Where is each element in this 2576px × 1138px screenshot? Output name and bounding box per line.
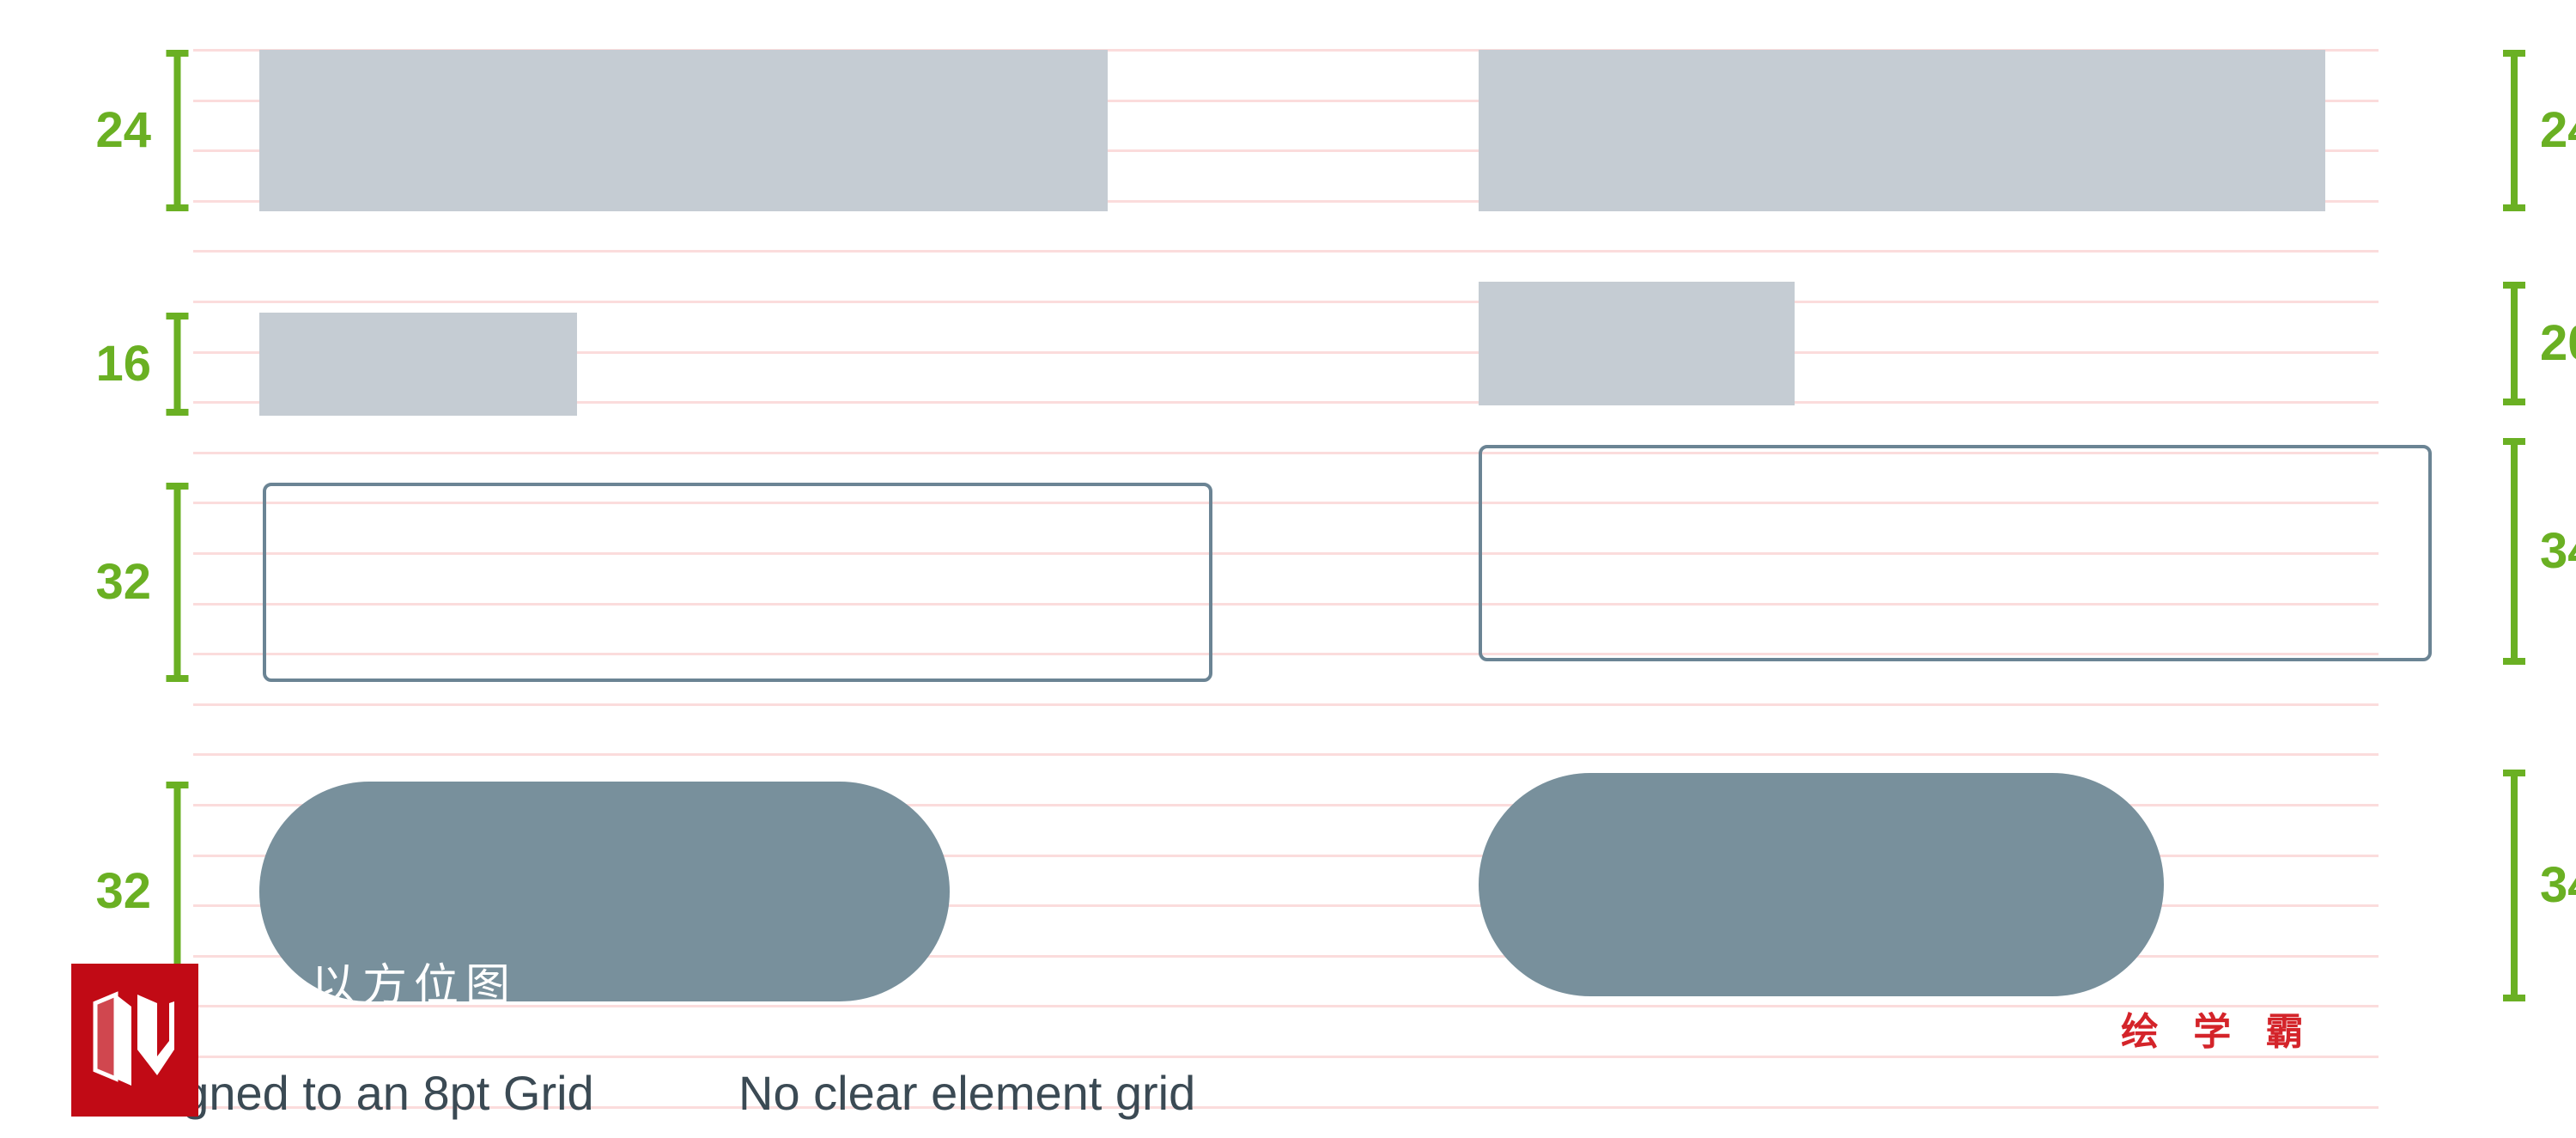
left-column-block-heading-dimension-marker: 24 [95, 50, 188, 211]
right-column-input-field[interactable] [1479, 445, 2432, 661]
right-column-block-heading-dimension-marker: 24 [2503, 50, 2576, 211]
dimension-bar-icon [2503, 282, 2525, 405]
right-column-input-field-dimension-value: 34 [2540, 523, 2576, 579]
dimension-bar-icon [166, 313, 188, 416]
right-column-primary-button-dimension-marker: 34 [2503, 770, 2576, 1001]
right-column-primary-button[interactable] [1479, 773, 2164, 996]
left-column-input-field[interactable] [263, 483, 1212, 682]
right-column-input-field-dimension-marker: 34 [2503, 438, 2576, 665]
left-column-block-heading-dimension-value: 24 [95, 102, 151, 158]
left-column-block-subheading [259, 313, 577, 416]
dimension-bar-icon [2503, 438, 2525, 665]
right-column-block-subheading-dimension-marker: 20 [2503, 282, 2576, 405]
left-column-button-label: 以方位图 [311, 961, 518, 1001]
dimension-bar-icon [2503, 50, 2525, 211]
left-column-input-field-dimension-value: 32 [95, 554, 151, 610]
left-column-block-heading [259, 50, 1108, 211]
dimension-bar-icon [2503, 770, 2525, 1001]
right-column-block-subheading [1479, 282, 1795, 405]
right-column-block-subheading-dimension-value: 20 [2540, 315, 2576, 371]
watermark-text: 绘 学 霸 [2121, 1011, 2316, 1053]
dimension-bar-icon [166, 50, 188, 211]
left-column-input-field-dimension-marker: 32 [95, 483, 188, 682]
left-column-block-subheading-dimension-marker: 16 [95, 313, 188, 416]
left-column-primary-button-dimension-value: 32 [95, 863, 151, 919]
left-column-block-subheading-dimension-value: 16 [95, 336, 151, 392]
right-column-block-heading-dimension-value: 24 [2540, 102, 2576, 158]
left-column-primary-button[interactable]: 以方位图 [259, 782, 950, 1001]
right-column-primary-button-dimension-value: 34 [2540, 857, 2576, 913]
left-column-caption: Aligned to an 8pt Grid [129, 1066, 594, 1120]
right-column-caption: No clear element grid [738, 1066, 1196, 1120]
dimension-bar-icon [166, 483, 188, 682]
wawa-w-logo [71, 964, 198, 1117]
right-column-block-heading [1479, 50, 2325, 211]
